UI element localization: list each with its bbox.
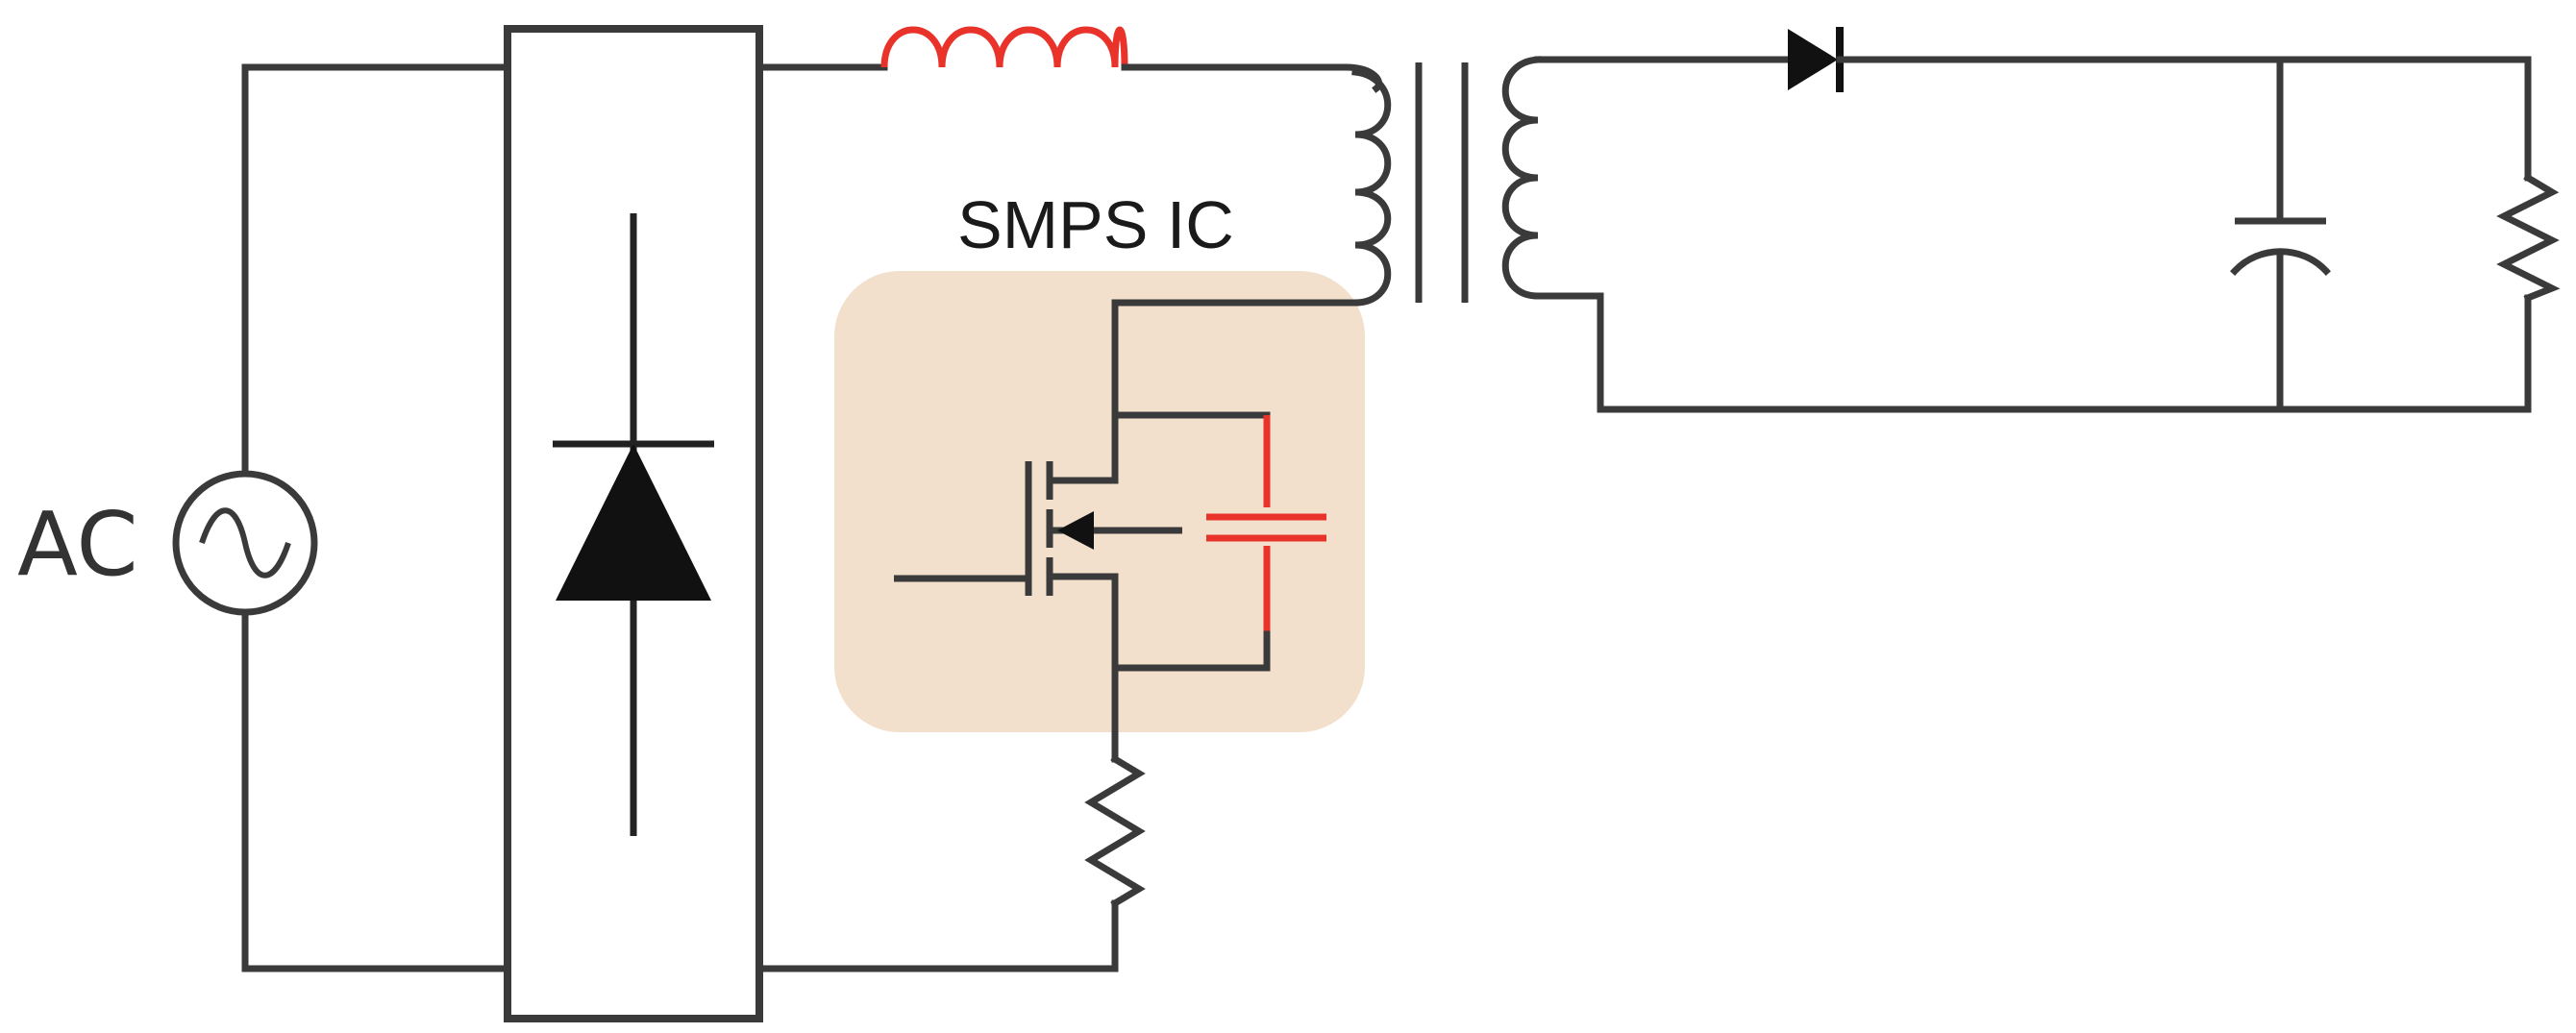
wire-primary-to-drain bbox=[1111, 299, 1359, 419]
bridge-rectifier-box bbox=[504, 25, 763, 1022]
sense-resistor-icon bbox=[1084, 754, 1146, 908]
rectifier-diode-symbol bbox=[553, 213, 714, 836]
ac-sine-icon bbox=[199, 507, 291, 578]
ac-source bbox=[172, 470, 318, 616]
wire-ac-top bbox=[241, 63, 511, 478]
wire-cap-to-source bbox=[1111, 630, 1271, 672]
mosfet-switch-icon bbox=[894, 411, 1182, 672]
wire-ac-bottom bbox=[241, 608, 511, 972]
wire-return bbox=[755, 899, 1119, 972]
load-resistor-icon bbox=[2496, 173, 2561, 303]
wire-to-primary bbox=[1121, 63, 1383, 93]
smps-ic-block bbox=[834, 271, 1365, 732]
primary-winding-icon bbox=[1351, 68, 1392, 307]
output-diode-icon bbox=[1788, 27, 1844, 92]
ac-label: AC bbox=[17, 493, 138, 596]
leakage-inductance-icon bbox=[880, 26, 1128, 68]
smps-ic-label: SMPS IC bbox=[957, 187, 1234, 262]
wire-secondary-bottom bbox=[1534, 292, 2532, 413]
secondary-winding-icon bbox=[1501, 56, 1542, 300]
